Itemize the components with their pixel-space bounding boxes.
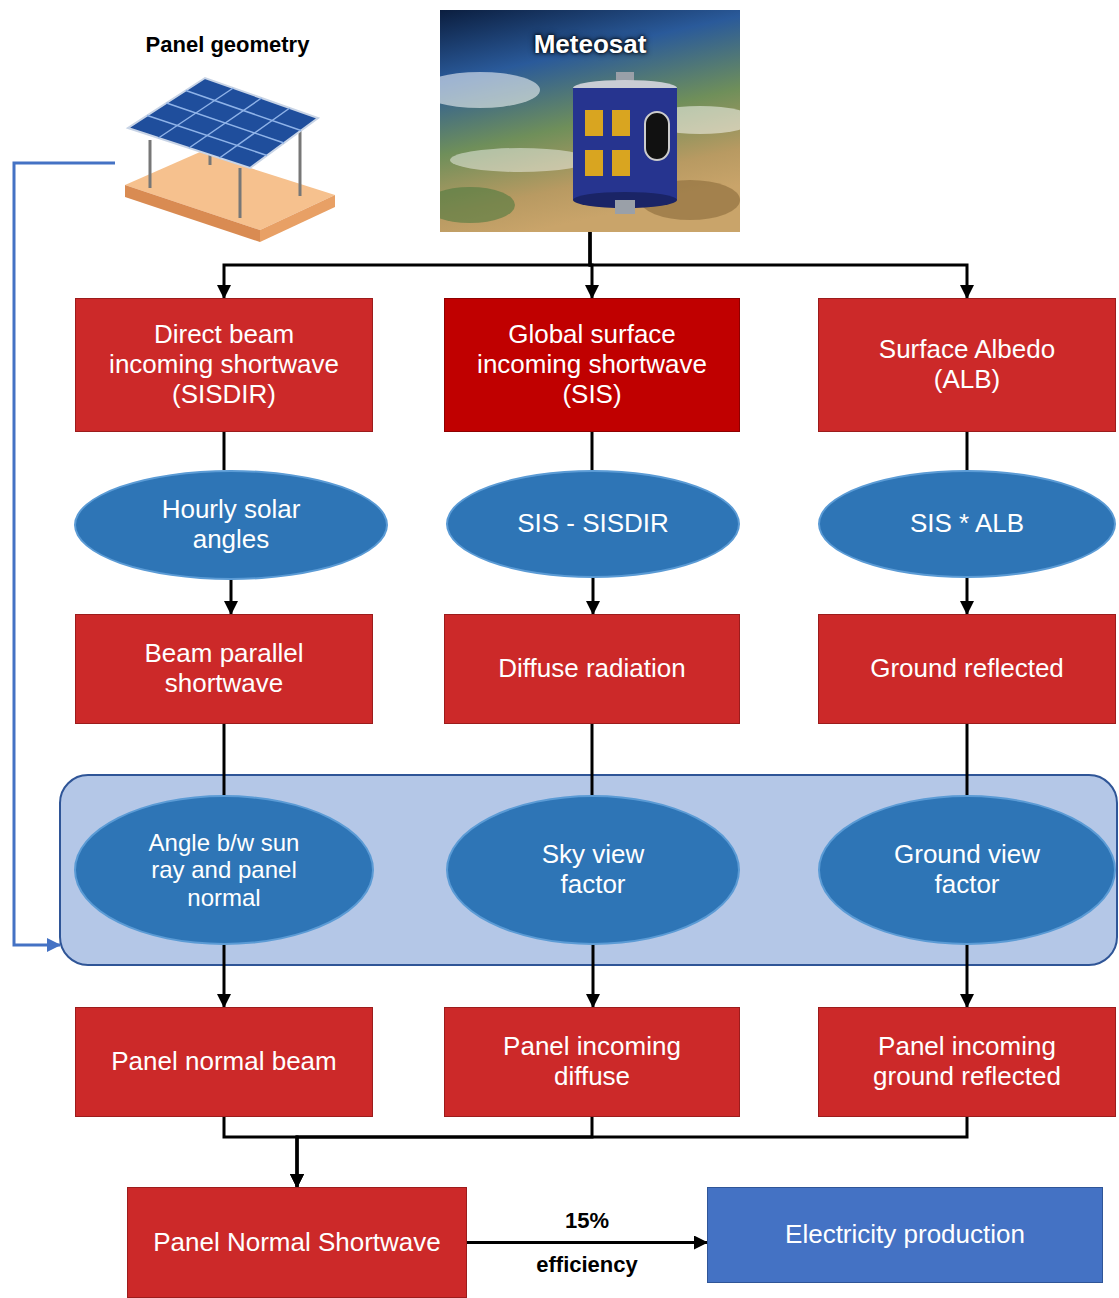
cloud	[440, 72, 540, 108]
data-box: Global surface incoming shortwave (SIS)	[444, 298, 740, 432]
cloud	[450, 148, 590, 172]
node-label: Beam parallel shortwave	[104, 639, 344, 699]
data-box: Panel Normal Shortwave	[127, 1187, 467, 1298]
satellite-engine	[615, 200, 635, 214]
connector	[592, 578, 595, 614]
satellite-body	[573, 88, 677, 200]
satellite-panel	[612, 150, 630, 176]
panel-grid	[147, 88, 301, 158]
land	[440, 187, 515, 223]
connector	[230, 580, 233, 614]
connector	[590, 232, 967, 298]
data-box: Surface Albedo (ALB)	[818, 298, 1116, 432]
process-ellipse: SIS - SISDIR	[446, 470, 740, 578]
satellite-panel	[585, 150, 603, 176]
panel-post	[149, 140, 152, 188]
node-label: Angle b/w sun ray and panel normal	[144, 829, 304, 912]
connector	[297, 1117, 967, 1187]
data-box: Panel incoming ground reflected	[818, 1007, 1116, 1117]
connector	[591, 432, 594, 470]
satellite-panel	[585, 110, 603, 136]
panel-illustration: Panel geometry	[115, 28, 340, 243]
geometry-band: Angle b/w sun ray and panel normal Sky vi…	[60, 775, 1117, 965]
process-ellipse: Sky view factor	[446, 795, 740, 945]
process-ellipse: SIS * ALB	[818, 470, 1116, 578]
satellite-panel	[612, 110, 630, 136]
node-label: Panel geometry	[146, 32, 310, 57]
data-box: Diffuse radiation	[444, 614, 740, 724]
node-label: Panel incoming ground reflected	[847, 1032, 1087, 1092]
node-label: Ground view factor	[887, 840, 1047, 900]
connector	[297, 1117, 592, 1187]
connector	[224, 232, 590, 298]
panel-surface	[128, 78, 318, 168]
data-box: Panel normal beam	[75, 1007, 373, 1117]
node-label: Ground reflected	[870, 654, 1064, 684]
connector	[966, 945, 969, 1007]
node-label: Sky view factor	[513, 840, 673, 900]
base-side	[260, 195, 335, 242]
node-label: Meteosat	[534, 30, 647, 60]
connector	[966, 432, 969, 470]
node-label: Global surface incoming shortwave (SIS)	[472, 320, 712, 410]
edge-label: 15% efficiency	[527, 1199, 647, 1287]
satellite-picture: Meteosat	[440, 10, 740, 232]
connector	[966, 724, 969, 795]
process-ellipse: Ground view factor	[818, 795, 1116, 945]
node-label: Panel incoming diffuse	[472, 1032, 712, 1092]
data-box: Beam parallel shortwave	[75, 614, 373, 724]
node-label: Electricity production	[785, 1220, 1025, 1250]
connector	[592, 945, 595, 1007]
connector	[223, 945, 226, 1007]
panel-post	[239, 168, 242, 218]
process-ellipse: Angle b/w sun ray and panel normal	[74, 795, 374, 945]
node-label: Hourly solar angles	[126, 495, 336, 555]
connector	[224, 1117, 297, 1187]
data-box: Direct beam incoming shortwave (SISDIR)	[75, 298, 373, 432]
process-ellipse: Hourly solar angles	[74, 470, 388, 580]
node-label: Diffuse radiation	[498, 654, 685, 684]
connector	[591, 724, 594, 795]
output-box: Electricity production	[707, 1187, 1103, 1283]
connector	[467, 1241, 707, 1244]
connector	[223, 724, 226, 795]
satellite-image	[440, 10, 740, 232]
node-label: Direct beam incoming shortwave (SISDIR)	[104, 320, 344, 410]
node-label: SIS * ALB	[910, 509, 1024, 539]
data-box: Panel incoming diffuse	[444, 1007, 740, 1117]
satellite-radiometer	[645, 112, 669, 160]
band-ground	[60, 775, 1117, 965]
connector	[223, 432, 226, 470]
solar-panel-illustration	[125, 78, 335, 242]
data-box: Ground reflected	[818, 614, 1116, 724]
connector	[966, 578, 969, 614]
node-label: Panel normal beam	[111, 1047, 336, 1077]
node-label: SIS - SISDIR	[517, 509, 669, 539]
panel-post	[299, 128, 302, 196]
node-label: Surface Albedo (ALB)	[847, 335, 1087, 395]
node-label: Panel Normal Shortwave	[153, 1228, 441, 1258]
